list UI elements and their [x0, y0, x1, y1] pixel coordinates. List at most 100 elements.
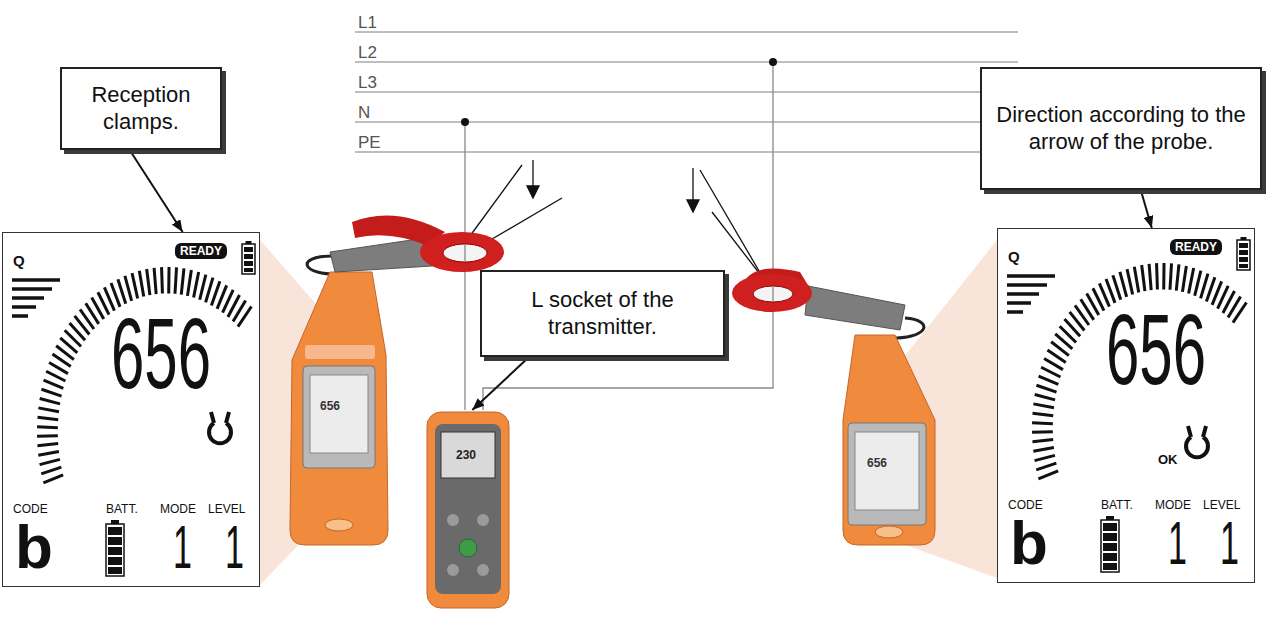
scale-tick: [1201, 274, 1208, 299]
current-clamp: [732, 274, 812, 312]
receiver-device: [290, 256, 388, 545]
receiver-device: [843, 335, 935, 545]
transmitter-reading: 230: [456, 449, 476, 461]
current-clamp: [732, 268, 905, 330]
scale-tick: [43, 475, 63, 483]
current-clamp: [330, 238, 432, 272]
line-name: L3: [358, 74, 377, 91]
field-caption: MODE: [1155, 499, 1191, 511]
scale-tick: [1035, 395, 1055, 400]
signal-bars: [1007, 283, 1047, 287]
scale-tick: [147, 269, 150, 295]
field-caption: CODE: [13, 503, 48, 515]
clamp-icon: [209, 412, 231, 443]
scale-tick: [1233, 303, 1247, 323]
scale-tick: [1032, 421, 1053, 425]
lcd-panel: [997, 228, 1255, 583]
current-clamp: [443, 244, 487, 262]
status-badge: READY: [1170, 239, 1222, 255]
signal-bars: [1007, 276, 1055, 312]
field-caption: LEVEL: [208, 503, 245, 515]
current-clamp: [753, 286, 793, 302]
scale-tick: [187, 270, 191, 296]
scale-tick: [160, 267, 164, 293]
button: [462, 542, 474, 554]
battery-icon: [1101, 520, 1119, 572]
probe-direction-arrow: [700, 170, 762, 276]
signal-bars: [12, 296, 44, 300]
scale-tick: [46, 371, 65, 381]
current-clamp: [805, 286, 905, 330]
battery-icon: [1237, 237, 1250, 270]
battery-icon: [244, 247, 253, 252]
scale-tick: [37, 425, 58, 429]
scale-tick: [1041, 367, 1060, 377]
lcd-panel: [2, 232, 260, 587]
signal-bars: [1007, 310, 1023, 314]
probe-direction-arrow: [527, 186, 539, 198]
scale-tick: [125, 276, 132, 301]
scale-tick: [1036, 463, 1056, 470]
scale-tick: [1127, 269, 1133, 294]
scale-tick: [238, 307, 252, 327]
battery-icon: [108, 527, 122, 535]
button: [477, 514, 489, 526]
scale-tick: [1032, 430, 1053, 434]
scale-tick: [38, 417, 59, 419]
scale-tick: [1189, 268, 1194, 294]
button: [447, 564, 459, 576]
button: [447, 514, 459, 526]
probe-direction-arrow: [687, 200, 699, 212]
scale-tick: [111, 283, 120, 307]
level-value: 1: [225, 516, 244, 578]
probe-direction-arrow: [470, 160, 766, 282]
scale-tick: [206, 278, 213, 303]
field-caption: CODE: [1008, 499, 1043, 511]
battery-icon: [108, 557, 122, 565]
receiver-device: [305, 345, 375, 359]
scale-tick: [1113, 275, 1121, 299]
test-wires: [465, 62, 773, 410]
scale-tick: [1036, 385, 1056, 392]
line-name: PE: [358, 134, 381, 151]
scale-tick: [1035, 455, 1055, 460]
scale-tick: [38, 408, 59, 412]
screen-reading: 656: [867, 457, 887, 469]
transmitter-housing: [427, 412, 509, 608]
battery-icon: [1239, 250, 1248, 255]
callout-text: Direction according to the arrow of the …: [994, 102, 1248, 156]
junction-dot: [461, 118, 469, 126]
battery-icon: [244, 261, 253, 266]
battery-icon: [1241, 237, 1247, 240]
button: [477, 564, 489, 576]
scale-tick: [167, 267, 170, 293]
battery-icon: [1103, 523, 1117, 531]
scale-tick: [1195, 271, 1201, 296]
battery-icon: [244, 254, 253, 259]
battery-icon: [242, 241, 255, 274]
signal-bars: [12, 280, 60, 316]
field-caption: BATT.: [1101, 499, 1133, 511]
callout-text: Reception clamps.: [70, 82, 212, 136]
scale-tick: [37, 444, 58, 446]
line-name: L2: [358, 44, 377, 61]
signal-quality-symbol: Q: [1008, 249, 1020, 264]
field-caption: BATT.: [106, 503, 138, 515]
scale-tick: [1038, 471, 1058, 479]
line-name: L1: [358, 14, 377, 31]
current-clamp: [420, 232, 504, 272]
lcd-panel: [2, 232, 260, 587]
status-badge: READY: [175, 243, 227, 259]
transmitter-body: [425, 410, 511, 610]
receiver-device: [848, 423, 926, 525]
receiver-device: [303, 366, 375, 468]
scale-tick: [139, 271, 143, 297]
probe-direction-arrow: [692, 168, 693, 204]
scale-tick: [1142, 265, 1145, 291]
receiver-device: [290, 272, 388, 545]
code-value: b: [1010, 512, 1048, 574]
transmitter-screen: [441, 432, 495, 478]
current-clamp: [772, 286, 773, 302]
